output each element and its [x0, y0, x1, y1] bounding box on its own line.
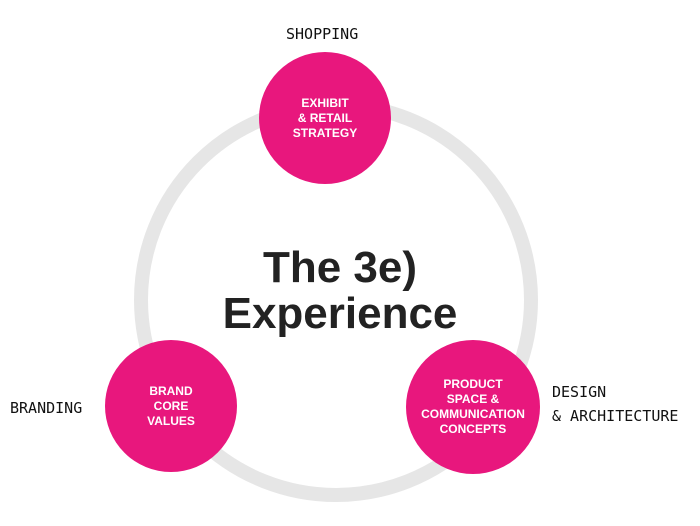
node-product-space: PRODUCT SPACE & COMMUNICATION CONCEPTS	[406, 340, 540, 474]
diagram-title: The 3e) Experience	[222, 243, 458, 338]
label-shopping: SHOPPING	[286, 25, 359, 43]
node-exhibit-retail: EXHIBIT & RETAIL STRATEGY	[259, 52, 391, 184]
node-brand-values: BRAND CORE VALUES	[105, 340, 237, 472]
label-branding: BRANDING	[10, 399, 83, 417]
label-design-architecture: DESIGN & ARCHITECTURE	[552, 383, 679, 425]
